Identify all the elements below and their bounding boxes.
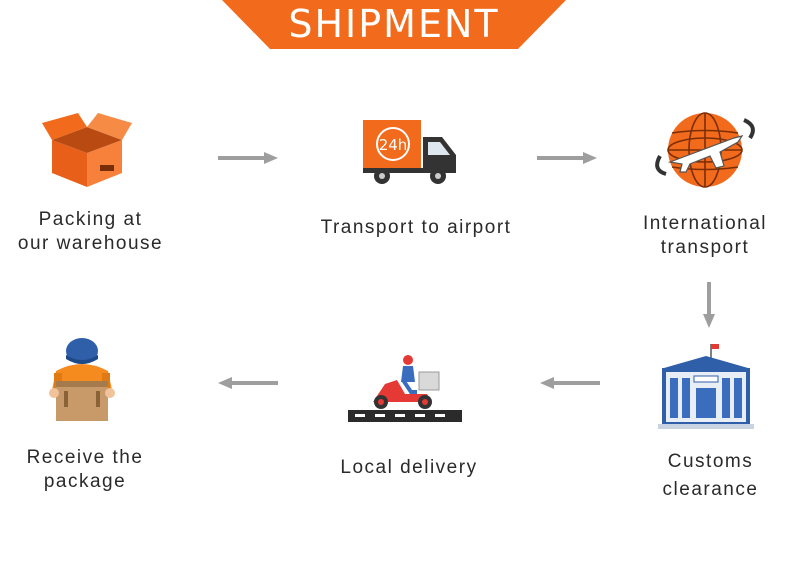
step-customs	[656, 342, 756, 430]
customs-building-icon	[658, 344, 754, 429]
step-transport-label: Transport to airport	[300, 216, 532, 240]
step-international-line2: transport	[660, 237, 750, 258]
step-receive	[42, 335, 122, 430]
shipment-banner: SHIPMENT	[222, 0, 566, 49]
truck-badge: 24h	[379, 136, 408, 154]
person-with-package-icon	[49, 338, 115, 421]
step-transport-line1: Transport to airport	[320, 217, 512, 238]
step-local-line1: Local delivery	[340, 457, 478, 478]
step-packing-line1: Packing at	[38, 209, 143, 230]
step-international-line1: International	[642, 213, 768, 234]
step-transport-airport: 24h	[360, 115, 460, 187]
step-customs-line2: clearance	[662, 479, 759, 500]
box-icon	[42, 113, 132, 187]
step-packing-label: Packing at our warehouse	[8, 208, 173, 256]
arrow-left-icon	[218, 377, 278, 389]
banner-title: SHIPMENT	[288, 2, 500, 46]
step-international-label: International transport	[625, 212, 785, 260]
step-local-delivery	[345, 350, 465, 425]
banner-shape	[222, 0, 566, 49]
scooter-delivery-icon	[348, 355, 462, 422]
arrow-down-icon	[703, 282, 715, 328]
truck-24h-icon: 24h	[363, 120, 456, 184]
step-local-label: Local delivery	[325, 456, 493, 480]
step-packing	[40, 105, 135, 190]
step-receive-label: Receive the package	[5, 446, 165, 494]
step-receive-line1: Receive the	[26, 447, 144, 468]
step-receive-line2: package	[43, 471, 127, 492]
arrow-left-icon	[540, 377, 600, 389]
arrow-right-icon	[537, 152, 597, 164]
arrow-right-icon	[218, 152, 278, 164]
step-customs-label: Customs clearance	[628, 448, 790, 504]
step-international	[650, 108, 760, 190]
step-packing-line2: our warehouse	[17, 233, 164, 254]
step-customs-line1: Customs	[667, 451, 754, 472]
globe-airplane-icon	[655, 112, 755, 188]
